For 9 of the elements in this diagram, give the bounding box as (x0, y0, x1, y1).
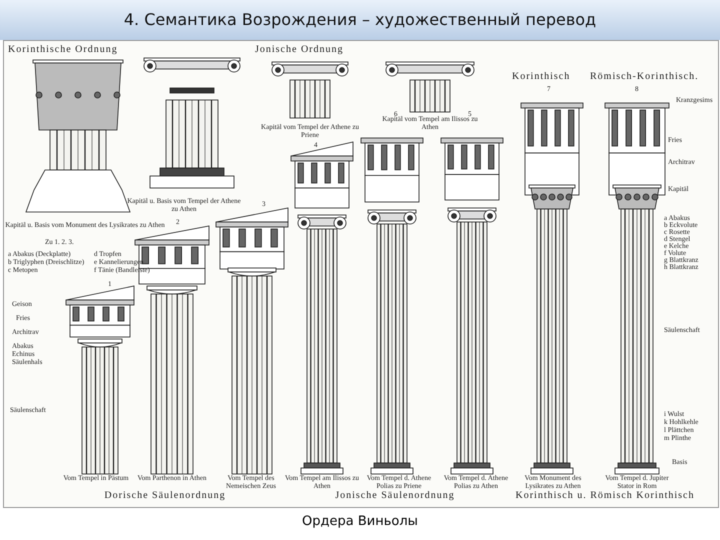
section-heading: Dorische Säulenordnung (103, 490, 227, 502)
slide-title: 4. Семантика Возрождения – художественный перевод (122, 10, 598, 29)
section-heading: Korinthisch u. Römisch Korinthisch (514, 490, 696, 502)
section-heading: Jonische Ordnung (255, 44, 344, 56)
caption: Ордера Виньолы (301, 514, 419, 529)
section-heading: Korinthische Ordnung (8, 44, 118, 56)
section-heading: Korinthisch (512, 71, 570, 83)
section-heading: Römisch-Korinthisch. (590, 71, 699, 83)
section-heading: Jonische Säulenordnung (334, 490, 456, 502)
